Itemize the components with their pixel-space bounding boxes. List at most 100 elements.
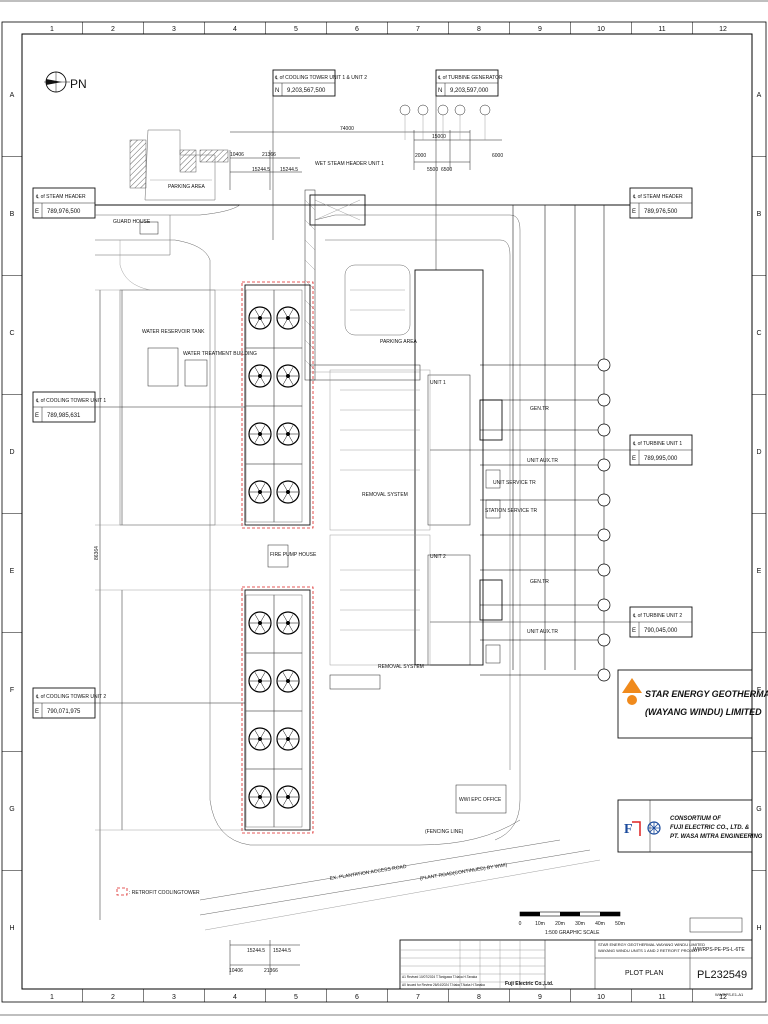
- dim-top-a: 15000: [432, 134, 446, 140]
- callout-title: ℄ of TURBINE UNIT 1: [632, 441, 682, 447]
- callout-cooling-tower-unit12: ℄ of COOLING TOWER UNIT 1 & UNIT 2 N 9,2…: [272, 69, 367, 97]
- label-unit1: UNIT 1: [430, 380, 446, 386]
- grid-row-label: F: [757, 687, 761, 694]
- top-hatched-buildings: [129, 139, 229, 189]
- callout-title: ℄ of COOLING TOWER UNIT 2: [35, 694, 106, 700]
- valve-markers-top: [399, 104, 491, 140]
- star-energy-logo-icon: [622, 678, 642, 705]
- grid-row-label: E: [757, 568, 762, 575]
- north-arrow-label: PN: [70, 77, 87, 91]
- cooling-tower-fan-icon: [245, 347, 275, 407]
- dim-left-a: 10406: [230, 152, 244, 158]
- grid-column-label: 10: [597, 26, 605, 33]
- grid-row-label: H: [9, 925, 14, 932]
- grid-column-label: 9: [538, 26, 542, 33]
- dim-bottom-b: 15244.5: [273, 948, 291, 954]
- water-reservoir-area: [119, 289, 216, 526]
- callout-value: 789,976,500: [644, 209, 678, 215]
- grid-column-label: 6: [355, 26, 359, 33]
- callout-value: 9,203,597,000: [450, 88, 489, 94]
- cooling-tower-fan-icon: [245, 405, 275, 465]
- callout-value: 790,071,975: [47, 709, 81, 715]
- grid-column-label: 4: [233, 26, 237, 33]
- callout-title: ℄ of COOLING TOWER UNIT 1: [35, 398, 106, 404]
- drawing-number: PL232549: [697, 969, 747, 981]
- grid-row-label: G: [9, 806, 14, 813]
- title-block: [399, 669, 753, 990]
- epc-office: [455, 784, 507, 814]
- label-parking-area-mid: PARKING AREA: [380, 339, 418, 345]
- label-parking-area-top: PARKING AREA: [168, 184, 206, 190]
- label-gen-tr-1: GEN.TR: [530, 406, 549, 412]
- grid-column-label: 1: [50, 994, 54, 1001]
- callout-title: ℄ of TURBINE GENERATOR: [437, 75, 503, 81]
- guard-house: [139, 221, 159, 235]
- project-line1: STAR ENERGY GEOTHERMAL WAYANG WINDU LIMI…: [598, 942, 705, 947]
- dim-left-b: 21366: [262, 152, 276, 158]
- callout-title: ℄ of COOLING TOWER UNIT 1 & UNIT 2: [274, 75, 367, 81]
- callout-turbine-unit2: ℄ of TURBINE UNIT 2 E 790,045,000: [629, 606, 693, 638]
- cooling-tower-fan-icon: [273, 594, 303, 654]
- dim-top-c: 6000: [492, 153, 503, 159]
- scale-bar-label: 1:500 GRAPHIC SCALE: [545, 930, 600, 936]
- cooling-tower-fan-icon: [245, 710, 275, 770]
- callout-value: 789,995,000: [644, 456, 678, 462]
- callout-coord-label: E: [35, 413, 39, 419]
- callout-coord-label: E: [632, 456, 636, 462]
- dim-top-b: 2000: [415, 153, 426, 159]
- wasa-mitra-logo-icon: [647, 821, 661, 835]
- cooling-tower-fan-icon: [273, 463, 303, 523]
- dim-top-e: 6500: [441, 167, 452, 173]
- callout-coord-label: N: [275, 88, 279, 94]
- label-water-reservoir: WATER RESERVOIR TANK: [142, 329, 205, 335]
- cooling-tower-fan-icon: [273, 289, 303, 349]
- grid-column-label: 9: [538, 994, 542, 1001]
- marker-circle-icon: [597, 633, 611, 647]
- revision-a: A1 Revised 10/07/2024 T.Tanigawa T.Naka …: [402, 975, 477, 979]
- grid-row-label: C: [9, 330, 14, 337]
- marker-circle-icon: [597, 668, 611, 682]
- grid-row-label: B: [757, 211, 762, 218]
- fuji-name: Fuji Electric Co.,Ltd.: [505, 981, 554, 987]
- cooling-tower-fan-icon: [245, 594, 275, 654]
- left-dimension-lines: [95, 289, 245, 920]
- sheet-reference: WWRPS-E1-A1: [715, 992, 744, 997]
- callout-title: ℄ of STEAM HEADER: [632, 194, 683, 200]
- legend-retrofit-swatch: [116, 887, 128, 896]
- callout-steam-header-right: ℄ of STEAM HEADER E 789,976,500: [629, 187, 693, 219]
- label-station-service-tr: STATION SERVICE TR: [485, 508, 538, 514]
- cooling-tower-fan-icon: [245, 289, 275, 349]
- label-removal-system-1: REMOVAL SYSTEM: [362, 492, 408, 498]
- cooling-tower-unit2: [241, 586, 314, 834]
- water-treatment-building: [147, 347, 179, 387]
- marker-circle-icon: [597, 493, 611, 507]
- grid-column-label: 11: [658, 26, 665, 33]
- cooling-tower-fan-icon: [245, 768, 275, 828]
- callout-coord-label: N: [438, 88, 442, 94]
- label-unit-service-tr: UNIT SERVICE TR: [493, 480, 536, 486]
- cooling-tower-fan-icon: [273, 710, 303, 770]
- label-access-road: EX. PLANTATION ACCESS ROAD: [329, 864, 407, 882]
- cooling-tower-fan-icon: [245, 463, 275, 523]
- cooling-tower-unit1: [241, 281, 314, 529]
- grid-column-label: 2: [111, 26, 115, 33]
- steam-header-rack: [304, 189, 421, 381]
- scale-tick-label: 10m: [535, 921, 545, 927]
- doc-number: WWRPS-PE-PS-L-6TE: [693, 947, 745, 953]
- north-arrow-icon: [44, 71, 70, 93]
- grid-column-label: 4: [233, 994, 237, 1001]
- dim-bottom-c: 10406: [229, 968, 243, 974]
- bottom-dimension-lines: [229, 940, 300, 975]
- callout-title: ℄ of STEAM HEADER: [35, 194, 86, 200]
- sheet-outer-border: [1, 21, 767, 1003]
- grid-row-label: D: [9, 449, 14, 456]
- cooling-tower-fan-icon: [273, 652, 303, 712]
- right-grid-markers: [480, 205, 611, 682]
- site-roads: [95, 204, 560, 841]
- grid-column-label: 5: [294, 26, 298, 33]
- label-unit-aux-tr-1: UNIT AUX.TR: [527, 458, 558, 464]
